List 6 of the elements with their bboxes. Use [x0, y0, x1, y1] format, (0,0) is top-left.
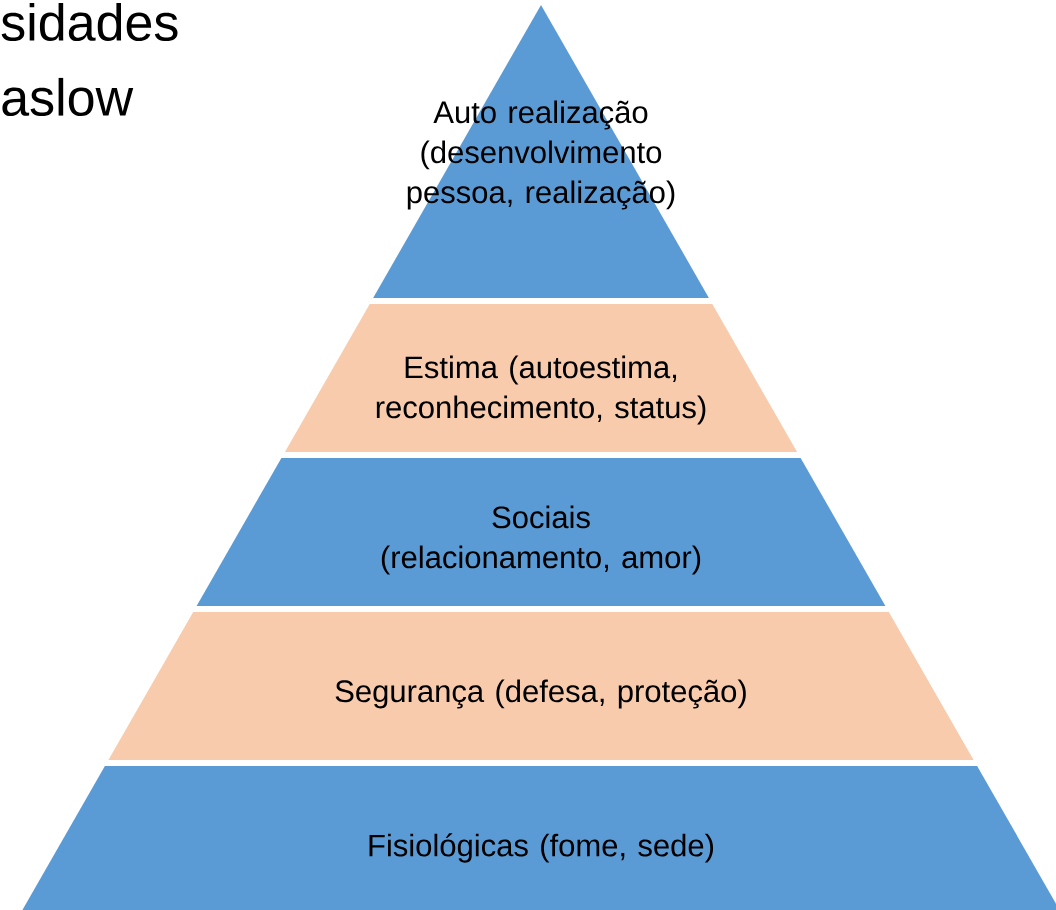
- pyramid-level: Fisiológicas (fome, sede): [22, 766, 1056, 910]
- pyramid-level: Estima (autoestima, reconhecimento, status): [284, 304, 798, 452]
- title-text: sidades: [1, 2, 178, 42]
- pyramid-level: Sociais (relacionamento, amor): [196, 458, 886, 606]
- pyramid-level: Segurança (defesa, proteção): [108, 612, 974, 760]
- title-text: aslow: [2, 77, 134, 117]
